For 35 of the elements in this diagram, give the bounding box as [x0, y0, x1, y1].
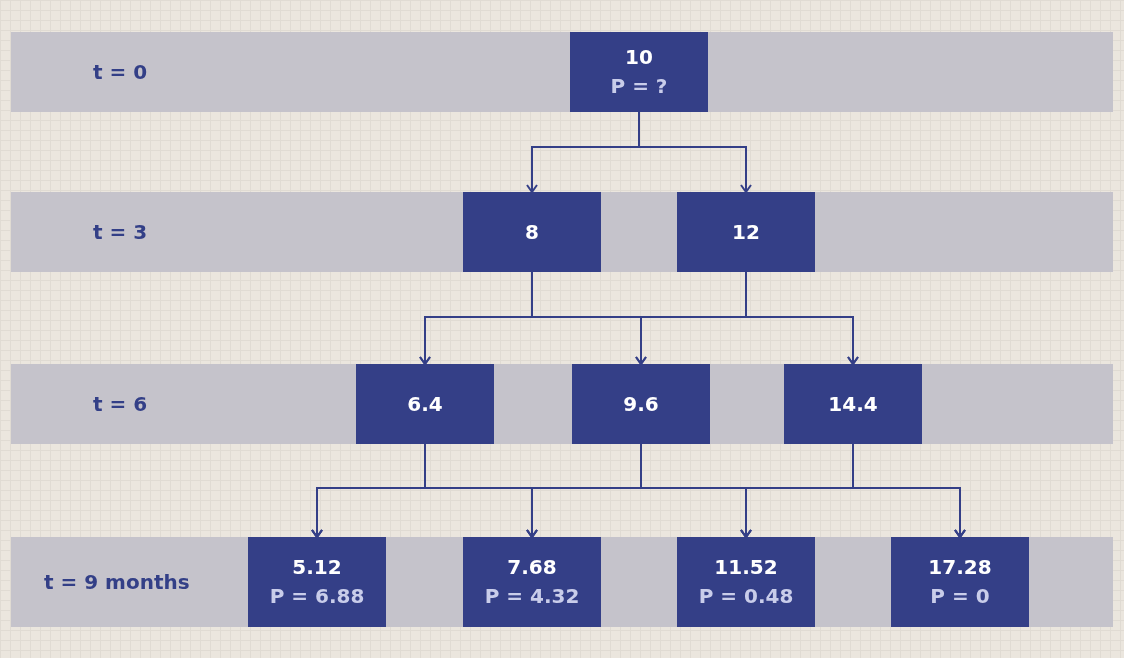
price-value: 9.6 [623, 390, 659, 418]
value-box [677, 192, 815, 272]
time-label: t = 3 [93, 220, 148, 244]
price-value: 12 [732, 218, 760, 246]
payoff-value: P = ? [610, 73, 668, 100]
price-value: 5.12 [292, 554, 342, 581]
price-value: 17.28 [928, 554, 992, 581]
value-box [463, 192, 601, 272]
value-box [356, 364, 494, 444]
price-value: 8 [525, 218, 539, 246]
price-value: 14.4 [828, 390, 878, 418]
value-box [784, 364, 922, 444]
price-value: 11.52 [714, 554, 778, 581]
payoff-value: P = 0 [930, 583, 990, 610]
connector-arrow [638, 111, 752, 193]
value-box [891, 537, 1029, 627]
price-value: 10 [625, 44, 653, 71]
payoff-value: P = 0.48 [698, 583, 794, 610]
time-label: t = 9 months [44, 570, 190, 594]
connector-arrow [745, 271, 859, 365]
payoff-value: P = 4.32 [484, 583, 580, 610]
time-band [11, 32, 1113, 112]
time-band [11, 192, 1113, 272]
time-band [11, 537, 1113, 627]
value-box [677, 537, 815, 627]
value-box [572, 364, 710, 444]
time-label: t = 0 [93, 60, 148, 84]
time-band [11, 364, 1113, 444]
payoff-value: P = 6.88 [269, 583, 365, 610]
time-label: t = 6 [93, 392, 148, 416]
value-box [248, 537, 386, 627]
value-box [463, 537, 601, 627]
value-box [570, 32, 708, 112]
price-value: 7.68 [507, 554, 557, 581]
price-value: 6.4 [407, 390, 443, 418]
